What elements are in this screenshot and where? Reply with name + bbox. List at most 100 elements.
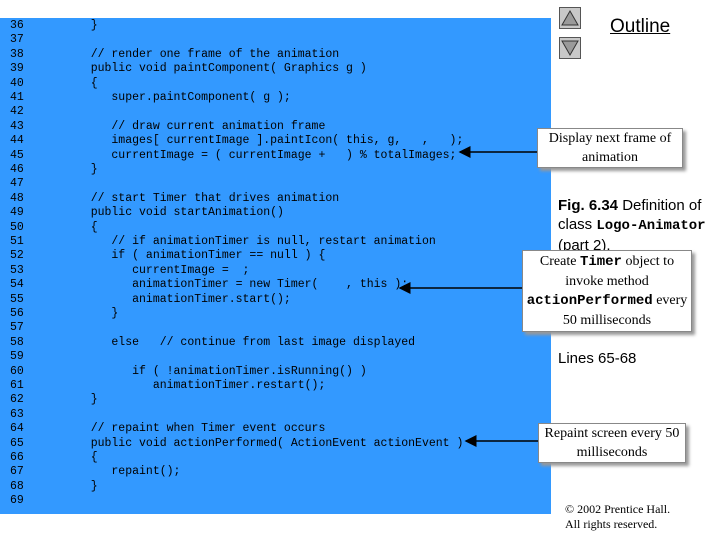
- line-code: // repaint when Timer event occurs: [70, 422, 326, 436]
- callout-timer-pre: Create: [539, 254, 580, 269]
- line-number: 55: [10, 292, 24, 306]
- line-code: images[ currentImage ].paintIcon( this, …: [70, 134, 464, 148]
- caption-class-name: Logo-Animator: [596, 218, 706, 234]
- callout-timer-code1: Timer: [579, 254, 622, 270]
- line-code: }: [70, 307, 119, 320]
- line-number: 65: [10, 436, 24, 450]
- line-code: if ( !animationTimer.isRunning() ): [70, 364, 367, 378]
- line-code: }: [70, 163, 98, 176]
- line-code: if ( animationTimer == null ) {: [70, 249, 326, 263]
- line-number: 57: [10, 321, 24, 335]
- code-line: 62 }: [10, 393, 98, 407]
- figure-caption: Fig. 6.34 Definition of class Logo-Anima…: [558, 196, 718, 255]
- code-line: 44 images[ currentImage ].paintIcon( thi…: [10, 134, 463, 148]
- code-panel: [0, 18, 551, 514]
- code-line: 64 // repaint when Timer event occurs: [10, 422, 325, 436]
- line-code: {: [70, 451, 98, 464]
- code-line: 52 if ( animationTimer == null ) {: [10, 249, 325, 263]
- line-number: 63: [10, 407, 24, 421]
- line-code: // if animationTimer is null, restart an…: [70, 235, 436, 248]
- code-line: 51 // if animationTimer is null, restart…: [10, 235, 436, 249]
- line-number: 39: [10, 62, 24, 76]
- code-line: 36 }: [10, 19, 98, 33]
- lines-reference: Lines 65-68: [558, 350, 637, 367]
- code-line: 39 public void paintComponent( Graphics …: [10, 62, 367, 76]
- code-line: 68 }: [10, 480, 98, 494]
- line-number: 49: [10, 206, 24, 220]
- line-code: else // continue from last image display…: [70, 335, 416, 349]
- callout-timer-post: every 50 milliseconds: [562, 293, 688, 328]
- line-code: }: [70, 479, 98, 493]
- next-slide-button[interactable]: [559, 37, 581, 59]
- callout-timer-mid: object to invoke method: [565, 254, 675, 289]
- line-number: 44: [10, 134, 24, 148]
- line-code: {: [70, 220, 98, 234]
- copyright-line-2: All rights reserved.: [565, 517, 658, 531]
- code-line: 65 public void actionPerformed( ActionEv…: [10, 437, 463, 451]
- previous-slide-button[interactable]: [559, 7, 581, 29]
- line-code: super.paintComponent( g );: [70, 91, 291, 104]
- line-number: 62: [10, 393, 24, 407]
- arrow-up-icon: [561, 9, 579, 26]
- code-line: 49 public void startAnimation(): [10, 206, 284, 220]
- arrow-down-icon: [561, 40, 579, 57]
- code-line: 42: [10, 105, 70, 119]
- line-number: 37: [10, 33, 24, 47]
- line-code: public void actionPerformed( ActionEvent…: [70, 436, 464, 450]
- line-code: currentImage = ;: [70, 263, 250, 277]
- line-number: 36: [10, 19, 24, 32]
- code-line: 46 }: [10, 163, 98, 177]
- line-code: animationTimer = new Timer( , this );: [70, 278, 409, 292]
- line-number: 46: [10, 163, 24, 176]
- callout-repaint: Repaint screen every 50 milliseconds: [538, 423, 686, 463]
- line-code: repaint();: [70, 465, 181, 479]
- code-line: 56 }: [10, 307, 118, 321]
- line-code: public void startAnimation(): [70, 206, 284, 220]
- line-code: }: [70, 19, 98, 32]
- line-code: animationTimer.restart();: [70, 379, 326, 392]
- line-number: 40: [10, 76, 24, 90]
- line-number: 58: [10, 335, 24, 349]
- code-line: 38 // render one frame of the animation: [10, 48, 339, 62]
- line-number: 47: [10, 177, 24, 191]
- code-line: 37: [10, 33, 70, 47]
- line-number: 67: [10, 465, 24, 479]
- line-code: // draw current animation frame: [70, 119, 326, 133]
- line-number: 66: [10, 451, 24, 464]
- line-number: 68: [10, 479, 24, 493]
- copyright: © 2002 Prentice Hall. All rights reserve…: [565, 502, 670, 532]
- code-line: 47: [10, 177, 70, 191]
- line-code: {: [70, 76, 98, 90]
- line-number: 43: [10, 119, 24, 133]
- caption-text: Definition of class: [558, 197, 702, 233]
- line-number: 42: [10, 105, 24, 119]
- code-line: 50 {: [10, 221, 98, 235]
- code-line: 59: [10, 350, 70, 364]
- line-code: // render one frame of the animation: [70, 47, 340, 61]
- line-number: 45: [10, 148, 24, 162]
- code-line: 43 // draw current animation frame: [10, 120, 325, 134]
- line-number: 61: [10, 379, 24, 392]
- line-number: 69: [10, 494, 24, 508]
- code-line: 53 currentImage = ;: [10, 264, 249, 278]
- code-line: 55 animationTimer.start();: [10, 293, 291, 307]
- callout-create-timer: Create Timer object to invoke method act…: [522, 250, 692, 332]
- line-number: 41: [10, 91, 24, 104]
- line-number: 56: [10, 307, 24, 320]
- code-line: 45 currentImage = ( currentImage + ) % t…: [10, 149, 456, 163]
- line-number: 64: [10, 422, 24, 436]
- line-code: animationTimer.start();: [70, 292, 291, 306]
- line-number: 53: [10, 263, 24, 277]
- code-line: 67 repaint();: [10, 465, 180, 479]
- callout-timer-code2: actionPerformed: [526, 293, 653, 309]
- code-line: 58 else // continue from last image disp…: [10, 336, 415, 350]
- outline-title[interactable]: Outline: [610, 16, 671, 37]
- code-line: 61 animationTimer.restart();: [10, 379, 325, 393]
- line-number: 50: [10, 220, 24, 234]
- line-number: 54: [10, 278, 24, 292]
- copyright-line-1: © 2002 Prentice Hall.: [565, 502, 671, 516]
- code-line: 48 // start Timer that drives animation: [10, 192, 339, 206]
- callout-display-frame: Display next frame of animation: [537, 128, 683, 168]
- line-number: 51: [10, 235, 24, 248]
